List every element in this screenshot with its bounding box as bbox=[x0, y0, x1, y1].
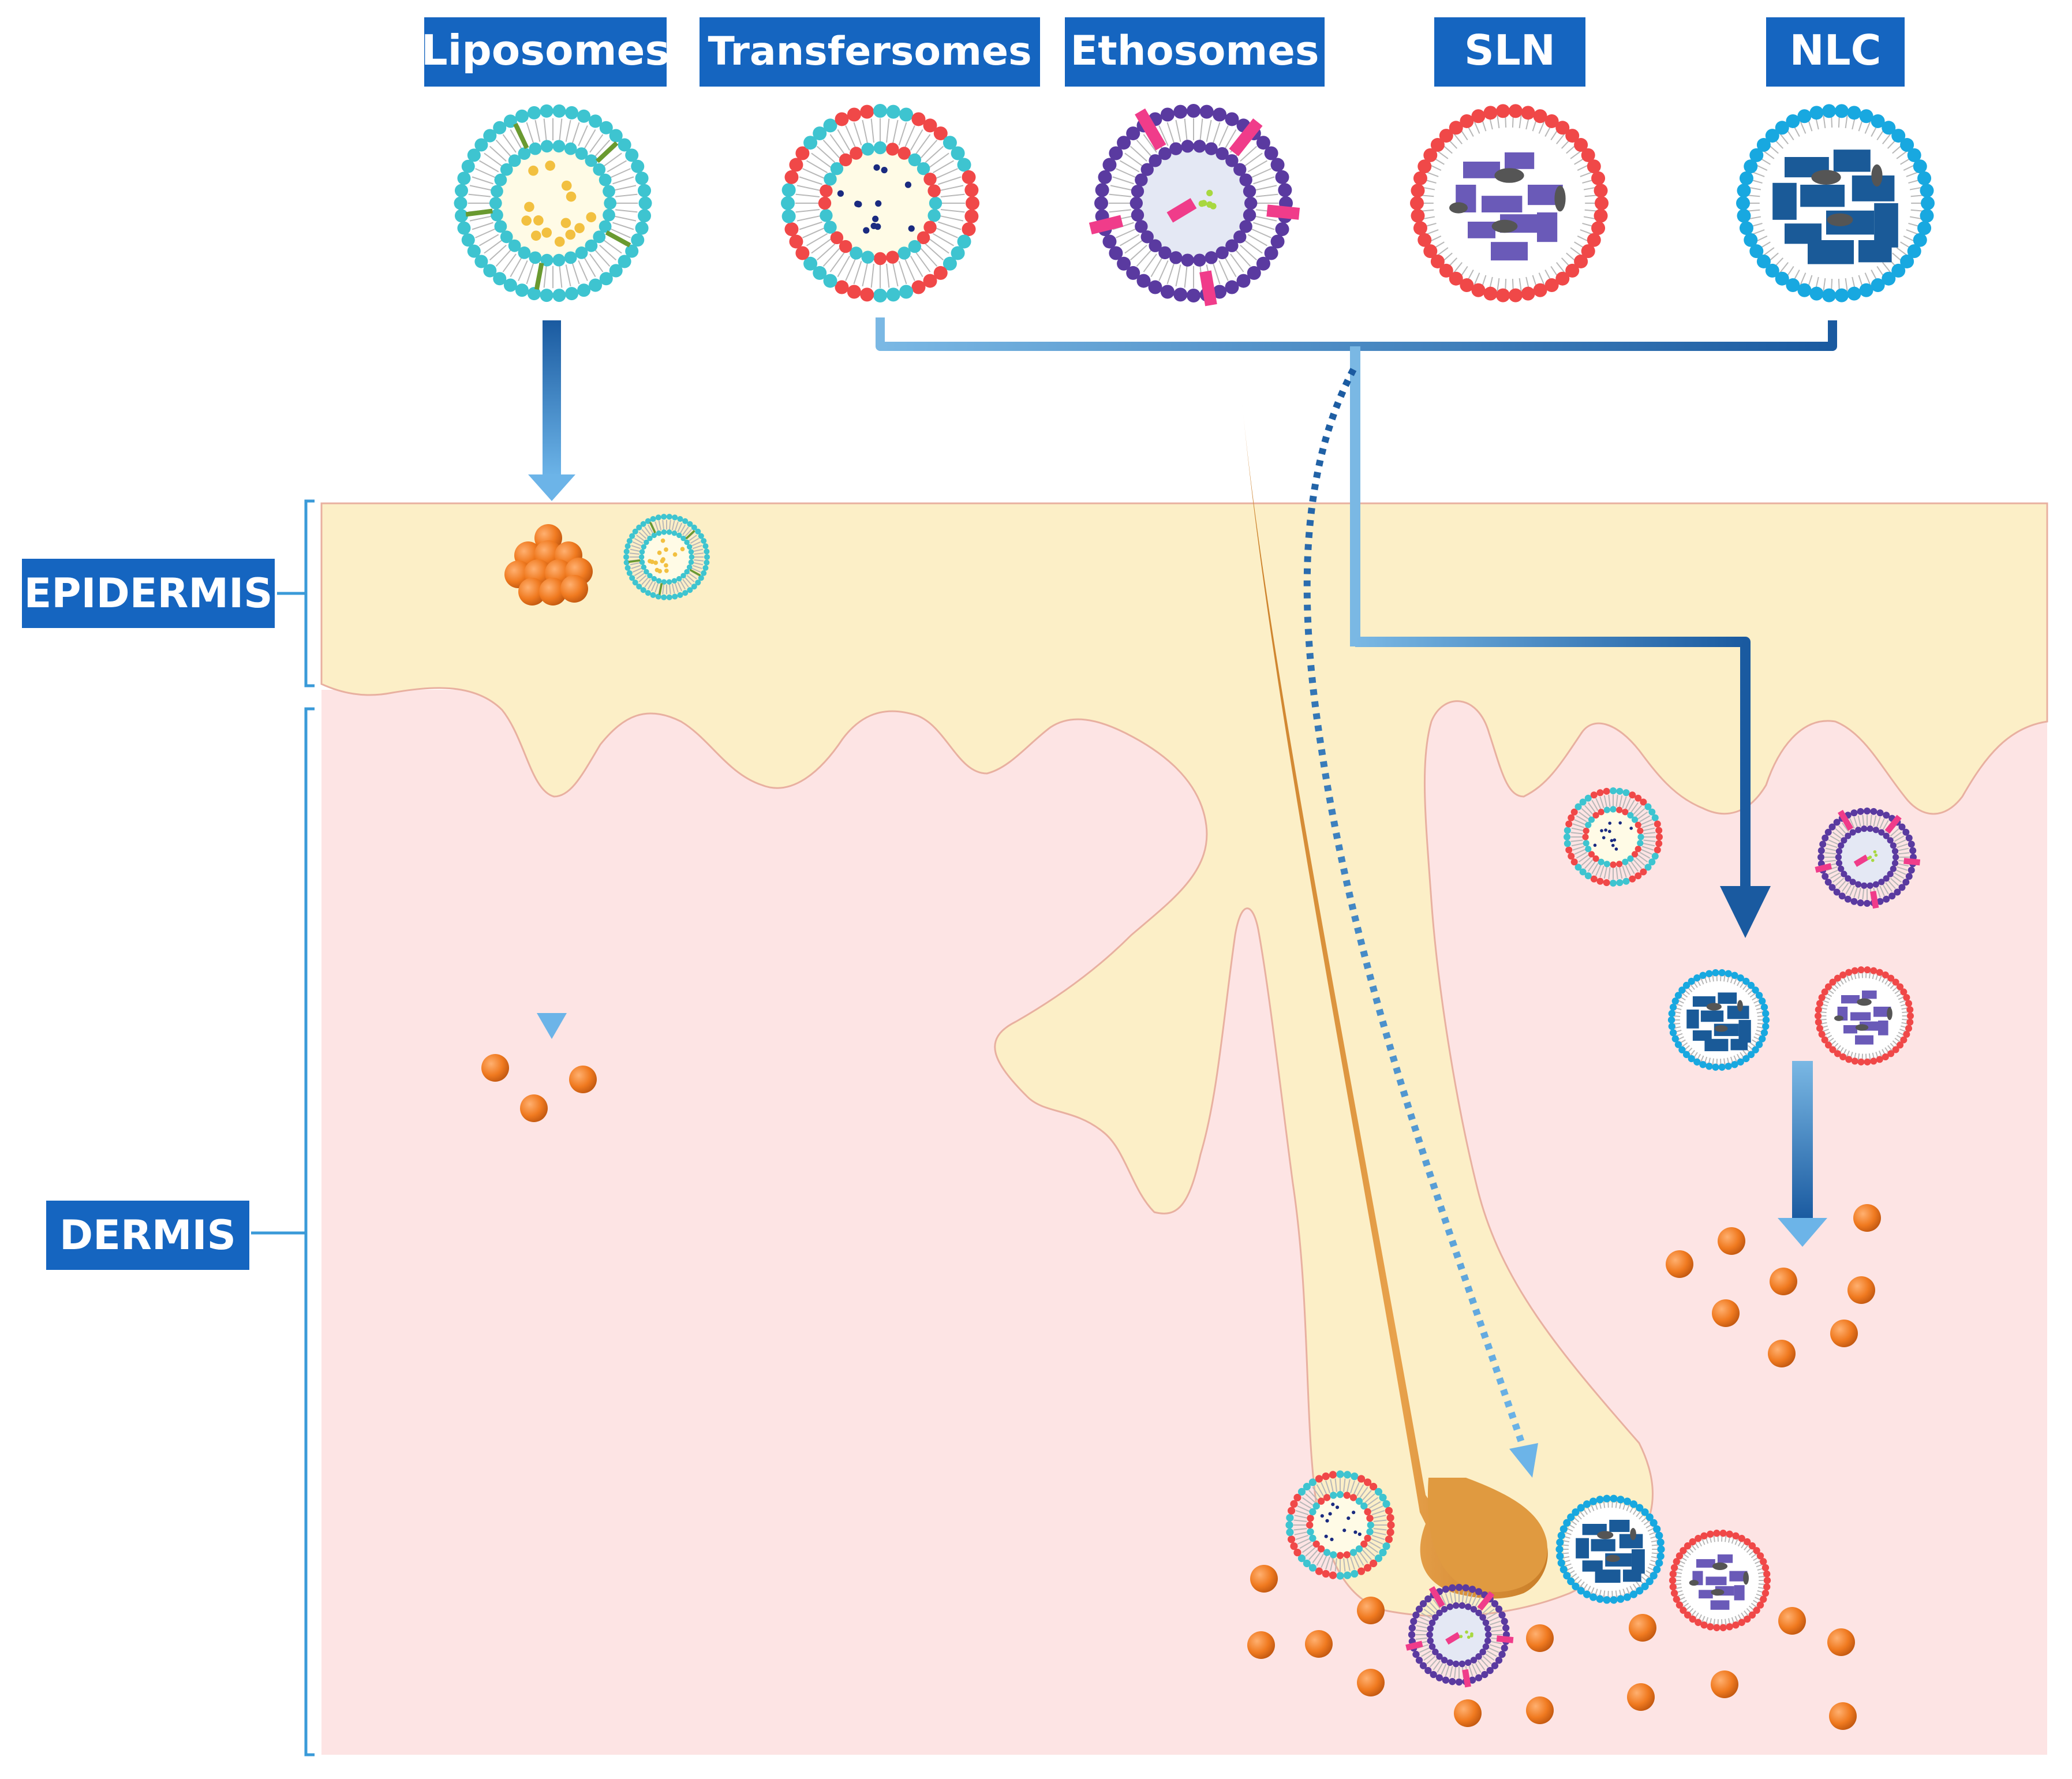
drug-molecule-icon bbox=[1526, 1696, 1554, 1724]
sln-in-follicle bbox=[1669, 1530, 1771, 1631]
drug-molecule-icon bbox=[569, 1066, 597, 1093]
transfersome-in-dermis bbox=[1564, 787, 1663, 887]
drug-molecule-icon bbox=[1627, 1683, 1655, 1711]
release-arrow-shaft bbox=[1792, 1061, 1813, 1220]
transfersomes-label-text: Transfersomes bbox=[708, 29, 1031, 74]
skin-layers bbox=[320, 401, 2048, 1755]
liposomes-label: Liposomes bbox=[421, 17, 670, 87]
liposome-icon bbox=[454, 104, 652, 302]
release-arrow-head bbox=[1778, 1218, 1827, 1247]
drug-molecule-icon bbox=[1778, 1607, 1806, 1635]
drug-molecule-icon bbox=[1629, 1614, 1656, 1642]
follicle-dotted-arrow bbox=[1303, 368, 1527, 1450]
liposome-arrow-head bbox=[528, 474, 575, 501]
connector-horizontal bbox=[876, 317, 1837, 351]
ethosome-in-follicle bbox=[1405, 1583, 1514, 1688]
drug-molecule-icon bbox=[1247, 1631, 1275, 1659]
drug-molecule-icon bbox=[1357, 1597, 1385, 1624]
drug-molecule-icon bbox=[1250, 1565, 1278, 1593]
sln-label-text: SLN bbox=[1464, 26, 1555, 74]
sln-icon bbox=[1410, 104, 1609, 302]
drug-molecule-icon bbox=[1526, 1624, 1554, 1652]
hair-shaft bbox=[1242, 401, 1548, 1599]
drug-molecule-icon bbox=[518, 578, 546, 606]
epidermis-label-text: EPIDERMIS bbox=[24, 570, 272, 617]
connector-elbow bbox=[1355, 637, 1751, 889]
liposome-arrow-shaft bbox=[543, 320, 561, 476]
carrier-labels: Liposomes Transfersomes Ethosomes SLN NL… bbox=[22, 17, 1905, 1270]
follicle-dotted-arrow-head bbox=[1509, 1443, 1538, 1478]
nlc-icon bbox=[1736, 104, 1935, 302]
epidermis-bracket bbox=[277, 499, 315, 687]
transfersomes-label: Transfersomes bbox=[700, 17, 1040, 87]
layer-brackets bbox=[251, 499, 315, 1756]
drug-molecule-icon bbox=[1711, 1670, 1738, 1698]
hair-bulb bbox=[1427, 1478, 1547, 1593]
dermis-bracket bbox=[251, 707, 315, 1756]
epidermis-label: EPIDERMIS bbox=[22, 559, 275, 628]
nlc-in-dermis bbox=[1667, 969, 1770, 1071]
drug-molecule-icon bbox=[1712, 1299, 1740, 1327]
nlc-in-follicle bbox=[1555, 1494, 1665, 1604]
nanocarriers bbox=[454, 104, 1935, 1688]
ethosomes-label-text: Ethosomes bbox=[1070, 27, 1319, 74]
drug-molecule-icon bbox=[1827, 1628, 1855, 1656]
ethosome-icon bbox=[1089, 104, 1300, 307]
drug-molecule-icon bbox=[1770, 1268, 1797, 1295]
sln-in-dermis bbox=[1815, 966, 1914, 1066]
transfersome-in-follicle bbox=[1285, 1470, 1395, 1580]
drug-molecule-icon bbox=[1847, 1276, 1875, 1304]
dermis-label-text: DERMIS bbox=[59, 1212, 236, 1259]
transfersome-icon bbox=[781, 104, 979, 302]
drug-molecules bbox=[481, 524, 1881, 1730]
drug-molecule-icon bbox=[1357, 1669, 1385, 1696]
drug-molecule-icon bbox=[1718, 1227, 1745, 1255]
ethosomes-label: Ethosomes bbox=[1065, 17, 1325, 87]
epidermis-layer bbox=[320, 502, 2048, 1617]
sln-label: SLN bbox=[1434, 17, 1585, 87]
ethosome-in-dermis bbox=[1815, 808, 1921, 909]
drug-molecule-icon bbox=[1666, 1250, 1693, 1278]
dermis-label: DERMIS bbox=[46, 1201, 249, 1270]
drug-molecule-icon bbox=[560, 575, 588, 603]
drug-molecule-icon bbox=[1305, 1630, 1333, 1658]
drug-molecule-icon bbox=[520, 1094, 548, 1122]
drug-molecule-icon bbox=[1853, 1204, 1881, 1232]
nlc-label: NLC bbox=[1766, 17, 1905, 87]
drug-molecule-icon bbox=[1829, 1702, 1857, 1730]
liposomes-label-text: Liposomes bbox=[421, 26, 670, 74]
liposome-in-epidermis bbox=[623, 514, 710, 600]
drug-molecule-icon bbox=[539, 578, 567, 606]
drug-molecule-icon bbox=[481, 1054, 509, 1082]
drug-molecule-icon bbox=[1454, 1699, 1482, 1727]
epidermis-dotted-arrow-head bbox=[537, 1013, 567, 1039]
drug-molecule-icon bbox=[1768, 1340, 1796, 1367]
carrier-connector bbox=[876, 317, 1837, 889]
arrows bbox=[528, 320, 1827, 1478]
connector-arrow-head bbox=[1720, 886, 1771, 938]
drug-molecule-icon bbox=[1830, 1320, 1858, 1347]
nlc-label-text: NLC bbox=[1790, 26, 1882, 74]
